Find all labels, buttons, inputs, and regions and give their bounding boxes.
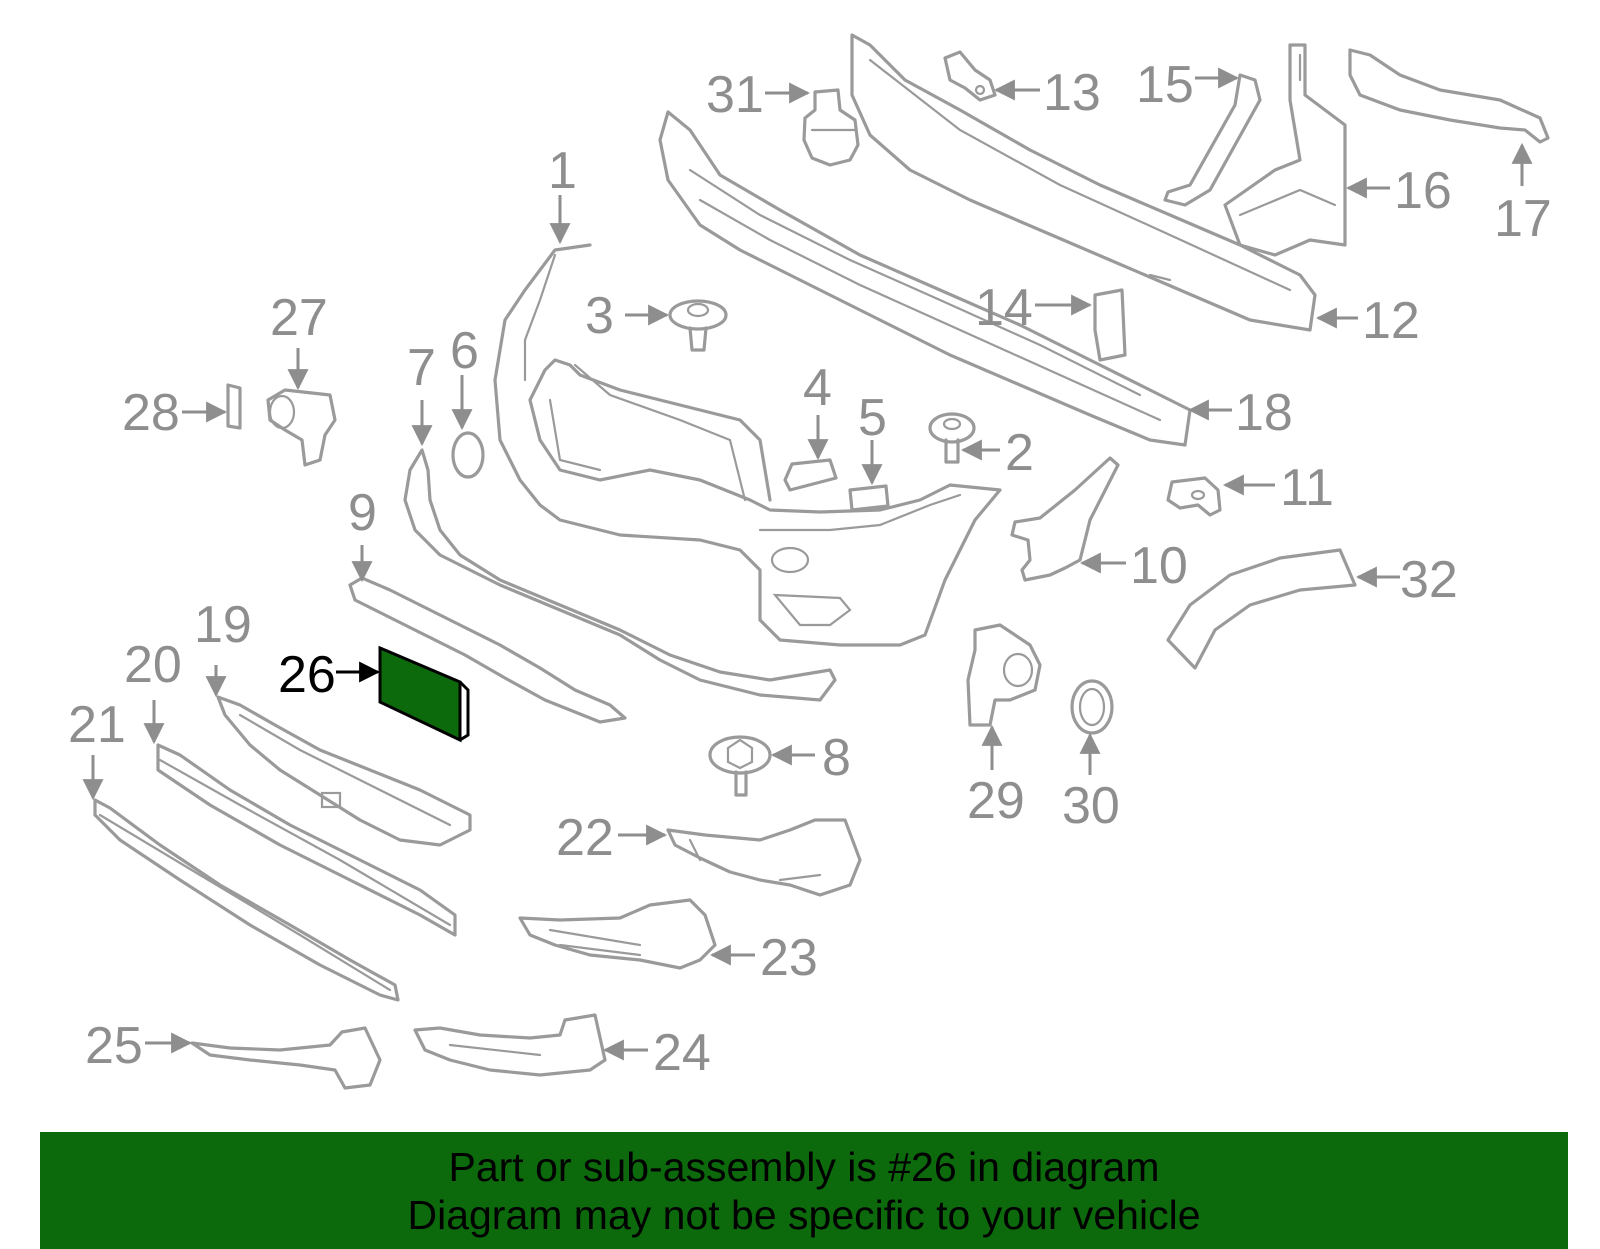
part-29-sensor [966, 623, 1042, 727]
part-26-highlighted[interactable] [378, 645, 470, 743]
label-12: 12 [1362, 292, 1420, 350]
part-12-bumper-beam [850, 33, 1317, 332]
leader-arrows [82, 67, 1533, 1061]
label-4: 4 [803, 359, 832, 417]
info-banner: Part or sub-assembly is #26 in diagram D… [40, 1132, 1568, 1249]
part-18-energy-absorber [658, 110, 1192, 447]
part-7-lower-cover [403, 448, 837, 702]
label-6: 6 [450, 322, 479, 380]
part-15-strut [1163, 73, 1262, 207]
callout-labels: 1 2 3 4 5 6 7 8 9 10 11 12 13 14 15 16 1… [68, 56, 1552, 1082]
part-22-cover [666, 818, 862, 897]
label-9: 9 [348, 484, 377, 542]
label-15: 15 [1136, 56, 1194, 114]
label-2: 2 [1005, 424, 1034, 482]
label-8: 8 [822, 729, 851, 787]
label-13: 13 [1043, 64, 1101, 122]
banner-line-2: Diagram may not be specific to your vehi… [407, 1191, 1201, 1238]
label-18: 18 [1235, 384, 1293, 442]
part-4-cap [783, 458, 838, 492]
label-7: 7 [407, 339, 436, 397]
part-21-strip [93, 798, 400, 1002]
part-20-grille [156, 743, 457, 937]
part-16-bracket [1223, 43, 1347, 257]
label-21: 21 [68, 696, 126, 754]
part-17-support [1348, 48, 1550, 144]
label-25: 25 [85, 1017, 143, 1075]
label-20: 20 [124, 636, 182, 694]
label-32: 32 [1400, 551, 1458, 609]
part-27-sensor-holder [266, 388, 337, 467]
label-28: 28 [122, 384, 180, 442]
part-9-strip [348, 576, 627, 724]
label-17: 17 [1494, 190, 1552, 248]
label-22: 22 [556, 809, 614, 867]
label-30: 30 [1062, 777, 1120, 835]
label-5: 5 [858, 389, 887, 447]
label-31: 31 [706, 66, 764, 124]
label-29: 29 [967, 772, 1025, 830]
label-16: 16 [1394, 162, 1452, 220]
banner-line-1: Part or sub-assembly is #26 in diagram [448, 1143, 1160, 1190]
part-2-clip [928, 412, 976, 464]
part-13-bracket [943, 50, 997, 102]
part-5-plate [848, 484, 890, 512]
part-3-clip [668, 299, 728, 352]
part-14-block [1093, 288, 1127, 362]
part-10-bracket [1010, 456, 1120, 582]
label-10: 10 [1130, 537, 1188, 595]
parts-diagram: 1 2 3 4 5 6 7 8 9 10 11 12 13 14 15 16 1… [68, 33, 1552, 1090]
label-14: 14 [975, 279, 1033, 337]
label-24: 24 [653, 1024, 711, 1082]
label-19: 19 [194, 596, 252, 654]
part-24-trim [413, 1013, 607, 1077]
part-25-trim [190, 1026, 382, 1090]
part-11-nut [1166, 476, 1222, 517]
label-1: 1 [548, 142, 577, 200]
label-11: 11 [1280, 459, 1334, 517]
part-6-ring [451, 431, 485, 479]
label-3: 3 [585, 287, 614, 345]
part-23-fog-grille [518, 898, 717, 970]
part-30-ring [1070, 679, 1114, 735]
part-28-sensor [226, 383, 242, 430]
part-32-wheel-arch-trim [1166, 548, 1357, 670]
label-27: 27 [270, 289, 328, 347]
part-1-bumper-cover [493, 243, 1002, 647]
part-8-clip [708, 735, 772, 797]
label-26-highlighted[interactable]: 26 [278, 646, 336, 704]
part-19-grille [216, 695, 472, 847]
label-23: 23 [760, 929, 818, 987]
part-31-sensor [802, 88, 860, 167]
